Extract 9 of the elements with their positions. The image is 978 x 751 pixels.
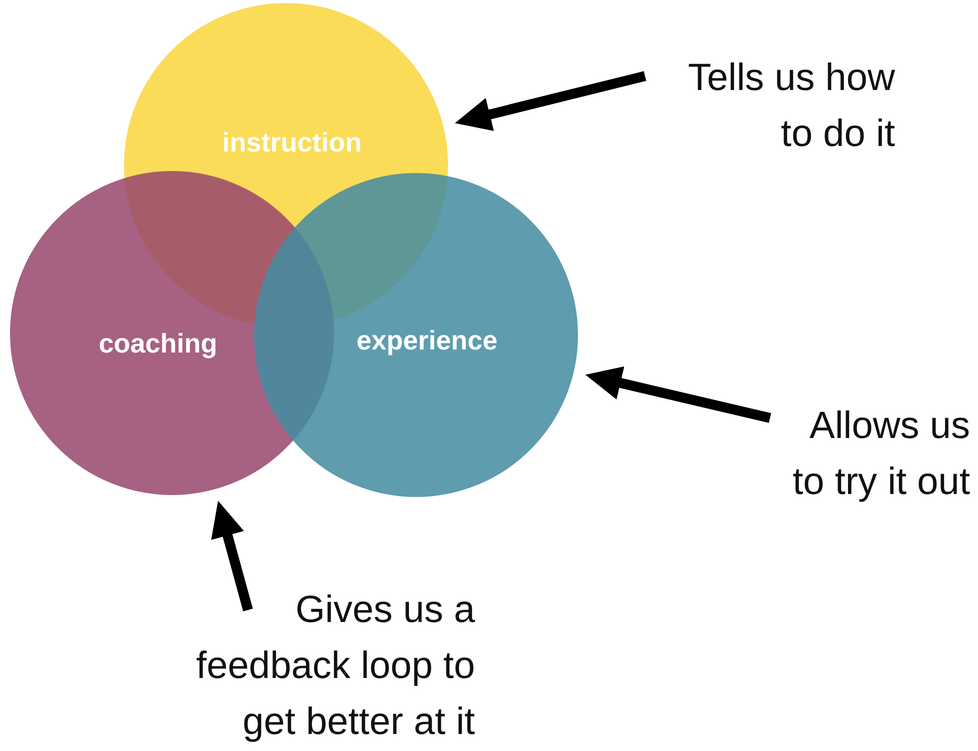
description-text: Allows us to try it out <box>792 404 970 505</box>
description-text: Gives us a feedback loop to get better at it <box>195 588 475 745</box>
circle-label: instruction <box>222 128 362 158</box>
description-text: Tells us how to do it <box>687 56 895 157</box>
circle-label: experience <box>356 326 498 356</box>
arrow <box>211 500 253 612</box>
circle-label: coaching <box>98 328 218 360</box>
arrow <box>454 71 646 131</box>
arrow <box>585 366 772 423</box>
